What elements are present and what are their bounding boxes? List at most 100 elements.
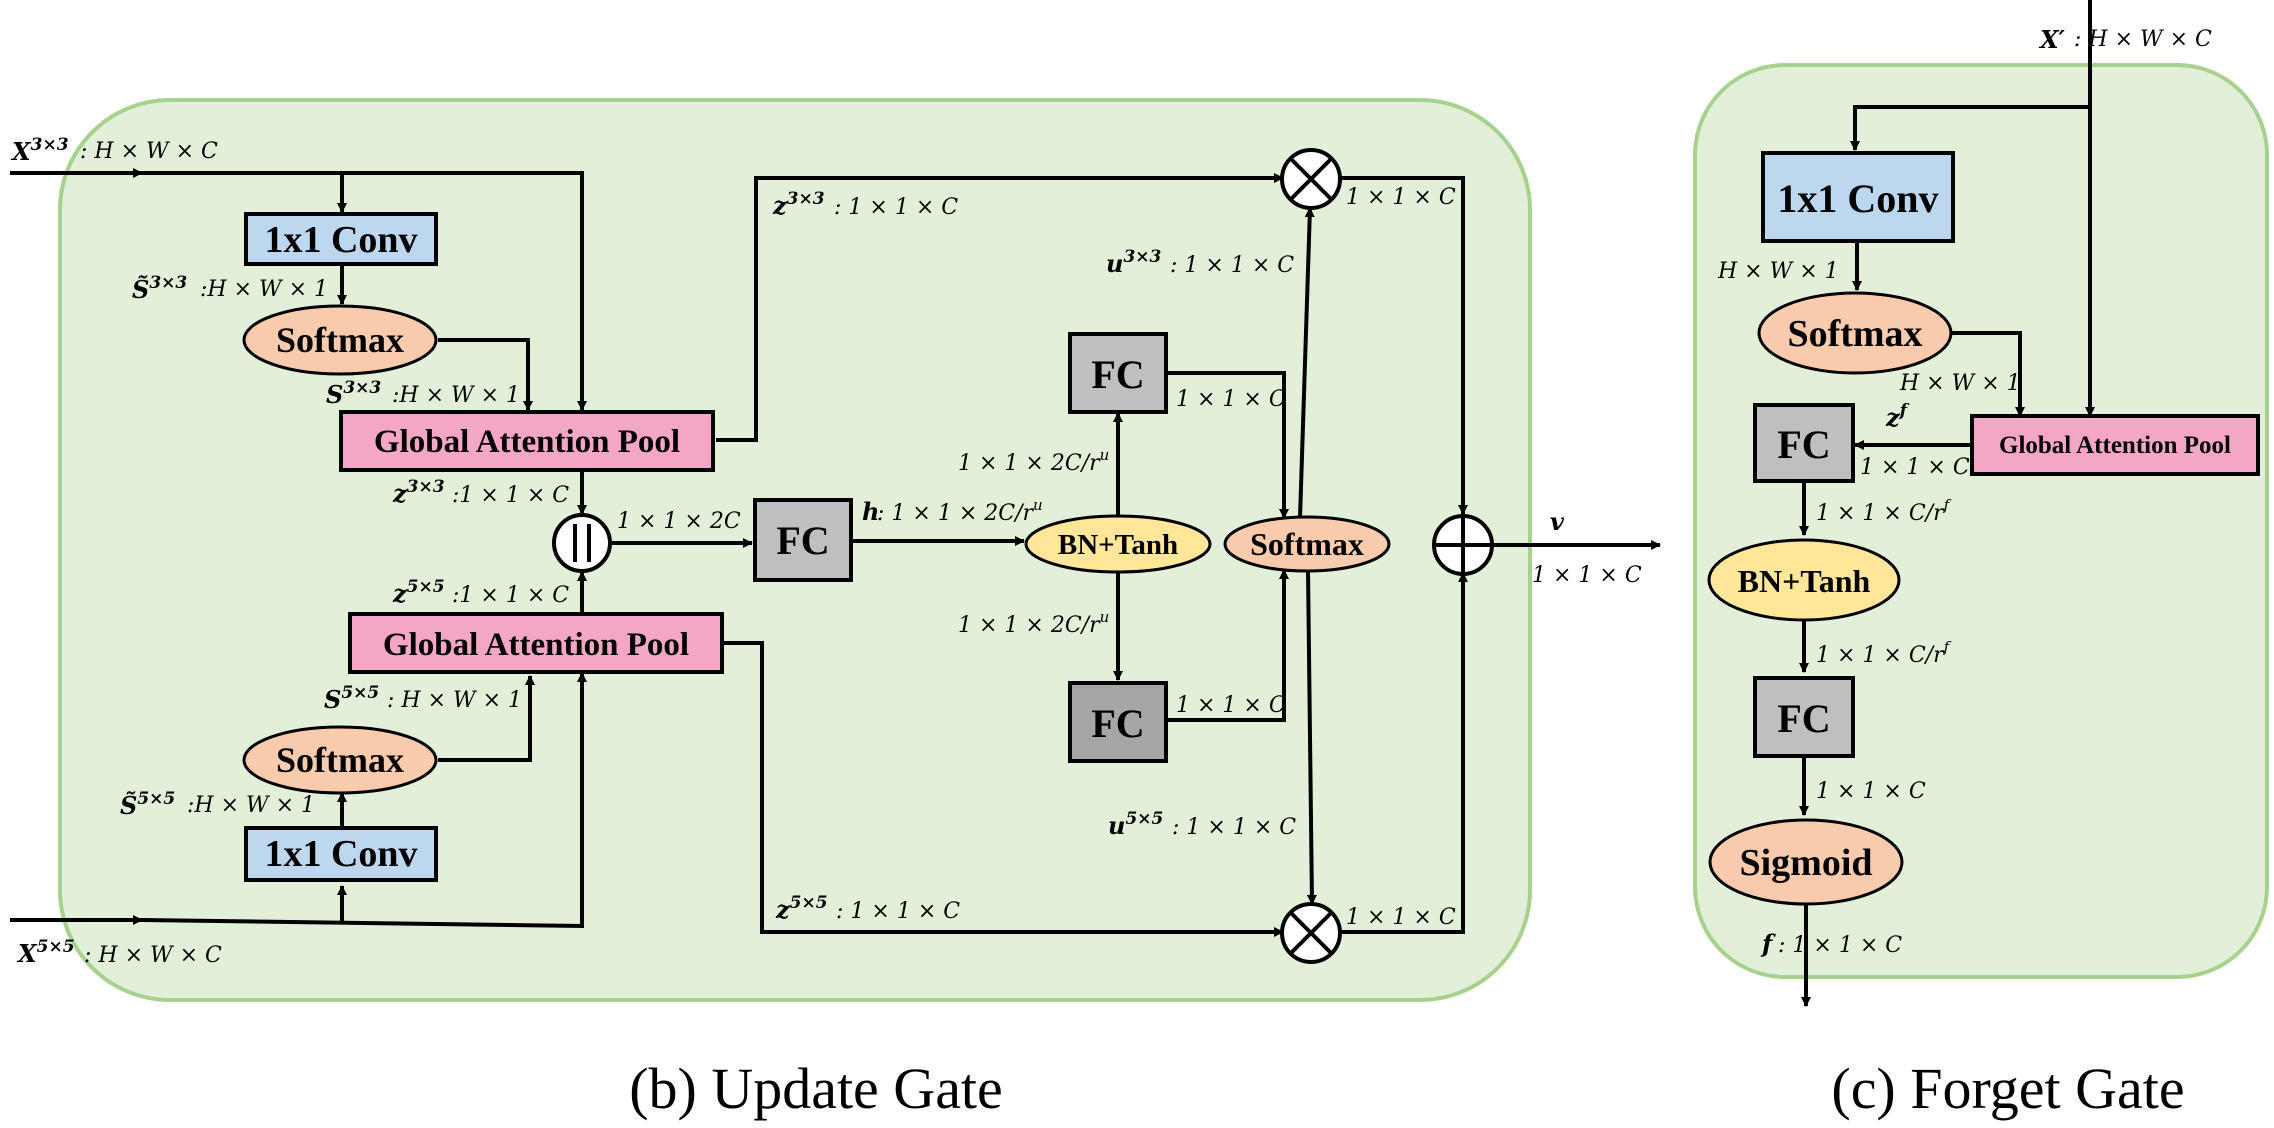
svg-text:S5×5: S5×5 <box>324 683 379 714</box>
gap-3x3-block: Global Attention Pool <box>339 410 715 472</box>
label-forget-conv-out: H × W × 1 <box>1717 259 1839 284</box>
svg-text:: 1 × 1 × 2C/ru: : 1 × 1 × 2C/ru <box>877 496 1043 526</box>
label-s5-tilde: S̃5×5 :H × W × 1 <box>120 789 315 820</box>
forget-fc2-block: FC <box>1753 676 1855 758</box>
forget-fc1-block: FC <box>1753 403 1855 483</box>
svg-text::1 × 1 × C: :1 × 1 × C <box>452 483 569 508</box>
svg-text::H × W × 1: :H × W × 1 <box>200 277 328 302</box>
svg-text:FC: FC <box>1777 696 1830 741</box>
svg-text:: H × W × C: : H × W × C <box>2074 27 2212 52</box>
svg-text:FC: FC <box>1777 422 1830 467</box>
svg-text:Sigmoid: Sigmoid <box>1739 842 1872 884</box>
label-forget-bn-out: 1 × 1 × C/rf <box>1816 638 1952 668</box>
forget-gate-connectors <box>1799 0 2095 1007</box>
label-v-dim: 1 × 1 × C <box>1532 563 1642 588</box>
label-forget-fc1-out: 1 × 1 × C/rf <box>1816 496 1952 526</box>
label-forget-fc2-out: 1 × 1 × C <box>1816 779 1926 804</box>
svg-text:S̃3×3: S̃3×3 <box>132 273 187 304</box>
concat-block <box>552 513 612 573</box>
gap-5x5-block: Global Attention Pool <box>348 612 724 674</box>
label-u3: u3×3 : 1 × 1 × C <box>1106 247 1294 278</box>
bn-tanh-block: BN+Tanh <box>1024 514 1212 574</box>
svg-text:Softmax: Softmax <box>276 740 404 780</box>
svg-text:Global Attention Pool: Global Attention Pool <box>383 627 689 663</box>
svg-text:BN+Tanh: BN+Tanh <box>1738 563 1871 599</box>
label-fc-lower-out: 1 × 1 × C <box>1176 693 1286 718</box>
svg-text:FC: FC <box>1091 352 1144 397</box>
multiply-bottom-node <box>1280 902 1342 964</box>
label-h: h : 1 × 1 × 2C/ru <box>862 496 1043 526</box>
svg-text:: 1 × 1 × C: : 1 × 1 × C <box>1170 253 1294 278</box>
svg-text:: 1 × 1 × C: : 1 × 1 × C <box>1778 933 1902 958</box>
label-z5-route: z5×5 : 1 × 1 × C <box>775 893 960 924</box>
svg-text:: 1 × 1 × C: : 1 × 1 × C <box>1172 815 1296 840</box>
forget-gap-block: Global Attention Pool <box>1970 414 2260 476</box>
fc-fuse-block: FC <box>753 498 853 582</box>
svg-text::H × W × 1: :H × W × 1 <box>187 793 315 818</box>
forget-softmax-block: Softmax <box>1757 291 1953 375</box>
label-forget-soft-out: H × W × 1 <box>1899 371 2021 396</box>
label-forget-fc1-in: 1 × 1 × C <box>1860 455 1970 480</box>
conv-5x5-block: 1x1 Conv <box>244 826 438 882</box>
label-concat-dim: 1 × 1 × 2C <box>617 509 741 534</box>
softmax-5x5-block: Softmax <box>242 725 438 795</box>
label-z3-left: z3×3 :1 × 1 × C <box>392 477 569 508</box>
update-gate-connectors <box>10 168 1661 937</box>
svg-text:z3×3: z3×3 <box>772 189 825 220</box>
svg-text:: H × W × C: : H × W × C <box>80 139 218 164</box>
svg-text:: 1 × 1 × C: : 1 × 1 × C <box>836 899 960 924</box>
fc-upper-block: FC <box>1068 332 1168 414</box>
svg-text:1x1 Conv: 1x1 Conv <box>264 219 417 261</box>
svg-text::1 × 1 × C: :1 × 1 × C <box>452 583 569 608</box>
svg-text:FC: FC <box>776 518 829 563</box>
svg-text:: H × W × 1: : H × W × 1 <box>387 688 522 713</box>
label-zf: zf <box>1885 401 1910 432</box>
sum-node <box>1432 514 1494 576</box>
svg-text:: H × W × C: : H × W × C <box>84 943 222 968</box>
label-mul-bot-dim: 1 × 1 × C <box>1346 905 1456 930</box>
multiply-top-node <box>1280 148 1342 210</box>
svg-text:X5×5: X5×5 <box>16 937 75 968</box>
svg-text:Softmax: Softmax <box>276 320 404 360</box>
forget-bn-tanh-block: BN+Tanh <box>1707 538 1901 622</box>
forget-conv-block: 1x1 Conv <box>1761 151 1955 243</box>
softmax-mix-block: Softmax <box>1223 515 1391 573</box>
svg-text:Global Attention Pool: Global Attention Pool <box>374 424 680 460</box>
svg-text:u3×3: u3×3 <box>1106 247 1162 278</box>
label-s3-tilde: S̃3×3 :H × W × 1 <box>132 273 328 304</box>
svg-text:u5×5: u5×5 <box>1108 809 1163 840</box>
svg-text:S3×3: S3×3 <box>326 378 381 409</box>
svg-text:FC: FC <box>1091 701 1144 746</box>
label-x5: X5×5 : H × W × C <box>16 937 222 968</box>
svg-text:h: h <box>862 497 879 526</box>
svg-text:f: f <box>1760 929 1776 958</box>
softmax-3x3-block: Softmax <box>242 304 438 376</box>
label-z5-left: z5×5 :1 × 1 × C <box>392 577 569 608</box>
forget-sigmoid-block: Sigmoid <box>1708 818 1904 906</box>
svg-text:S̃5×5: S̃5×5 <box>120 789 175 820</box>
svg-text:BN+Tanh: BN+Tanh <box>1058 529 1178 561</box>
label-s5: S5×5 : H × W × 1 <box>324 683 522 714</box>
svg-text:1x1 Conv: 1x1 Conv <box>264 833 417 875</box>
svg-text:z3×3: z3×3 <box>392 477 445 508</box>
label-mul-top-dim: 1 × 1 × C <box>1346 185 1456 210</box>
label-v: v <box>1550 507 1565 536</box>
svg-text:Softmax: Softmax <box>1250 526 1364 562</box>
label-u5: u5×5 : 1 × 1 × C <box>1108 809 1296 840</box>
svg-text:X′: X′ <box>2038 25 2066 54</box>
caption-forget-gate: (c) Forget Gate <box>1831 1056 2184 1121</box>
svg-text:X3×3: X3×3 <box>10 135 69 166</box>
conv-3x3-block: 1x1 Conv <box>244 212 438 266</box>
svg-text:Softmax: Softmax <box>1787 313 1922 355</box>
fc-lower-block: FC <box>1068 681 1168 763</box>
label-s3: S3×3 :H × W × 1 <box>326 378 520 409</box>
label-fc-upper-in: 1 × 1 × 2C/ru <box>958 446 1109 476</box>
label-f: f : 1 × 1 × C <box>1760 929 1902 958</box>
label-fc-upper-out: 1 × 1 × C <box>1176 387 1286 412</box>
svg-text:z5×5: z5×5 <box>775 893 828 924</box>
svg-text:z5×5: z5×5 <box>392 577 445 608</box>
caption-update-gate: (b) Update Gate <box>629 1056 1003 1121</box>
svg-text:: 1 × 1 × C: : 1 × 1 × C <box>834 195 958 220</box>
label-x-prime: X′ : H × W × C <box>2038 25 2212 54</box>
